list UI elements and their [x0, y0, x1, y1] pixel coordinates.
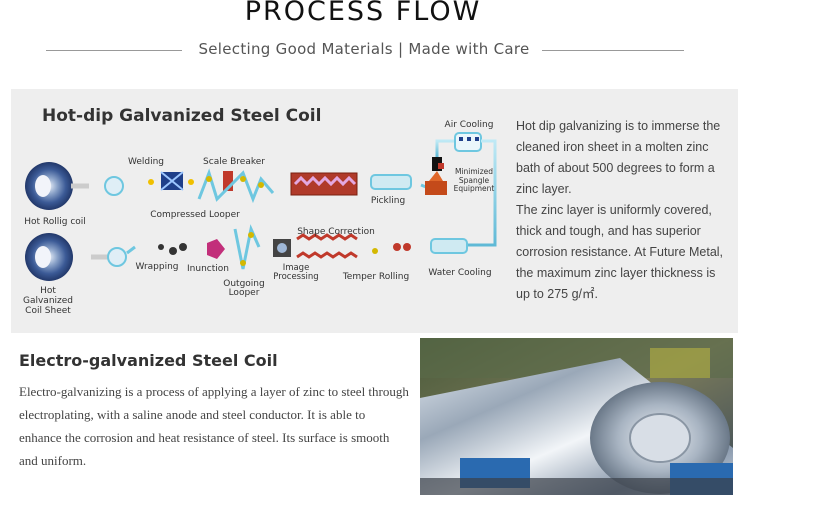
- electro-galvanized-title: Electro-galvanized Steel Coil: [19, 351, 278, 370]
- label-wrapping: Wrapping: [135, 262, 179, 272]
- subtitle-row: Selecting Good Materials | Made with Car…: [46, 40, 684, 62]
- label-welding: Welding: [127, 157, 165, 167]
- hot-galvanized-coil-icon: [25, 233, 73, 281]
- page-title: PROCESS FLOW: [244, 0, 482, 27]
- label-pickling: Pickling: [370, 196, 406, 206]
- hot-dip-description: Hot dip galvanizing is to immerse the cl…: [516, 116, 732, 305]
- label-compressed-looper: Compressed Looper: [150, 210, 240, 220]
- label-water-cooling: Water Cooling: [428, 268, 492, 278]
- label-inunction: Inunction: [187, 264, 229, 274]
- label-image-processing: Image Processing: [273, 263, 319, 282]
- label-hot-galvanized-sheet: Hot Galvanized Coil Sheet: [22, 286, 73, 316]
- hot-rolling-coil-icon: [25, 162, 73, 210]
- label-outgoing-looper: Outgoing Looper: [223, 279, 265, 298]
- divider-right: [542, 50, 684, 51]
- page-subtitle: Selecting Good Materials | Made with Car…: [198, 40, 530, 58]
- hot-dip-description-2: The zinc layer is uniformly covered, thi…: [516, 203, 724, 301]
- process-flow-graphic: [25, 132, 497, 281]
- label-hot-rolling-coil: Hot Rollig coil: [24, 217, 86, 227]
- label-air-cooling: Air Cooling: [444, 120, 494, 130]
- hot-dip-title: Hot-dip Galvanized Steel Coil: [42, 106, 322, 126]
- steel-coil-photo: [420, 338, 733, 495]
- label-temper-rolling: Temper Rolling: [342, 272, 410, 282]
- hot-dip-panel: [11, 89, 738, 333]
- divider-left: [46, 50, 182, 51]
- label-minimized-spangle: Minimized Spangle Equipment: [453, 167, 495, 193]
- label-scale-breaker: Scale Breaker: [203, 157, 265, 167]
- electro-galvanized-description: Electro-galvanizing is a process of appl…: [19, 384, 409, 468]
- steel-coil-image: [420, 338, 733, 495]
- label-shape-correction: Shape Correction: [297, 227, 375, 237]
- hot-dip-description-1: Hot dip galvanizing is to immerse the cl…: [516, 119, 721, 196]
- process-flow-diagram: Welding Scale Breaker Compressed Looper …: [11, 89, 511, 333]
